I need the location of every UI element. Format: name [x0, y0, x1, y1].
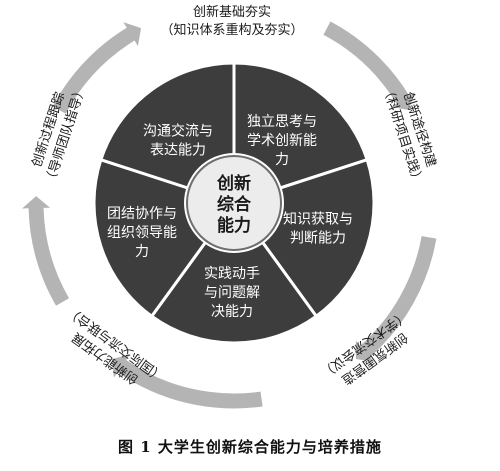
outer-measure-process-tracking: 创新过程跟踪（导师团队指导）: [25, 78, 89, 187]
outer-measure-pathway: 创新途径构建（科研项目实践）: [379, 78, 443, 187]
outer-measure-label-pathway: 创新途径构建（科研项目实践）: [379, 78, 443, 187]
sector-label-teamwork-leadership: 团结协作与组织领导能力: [107, 206, 177, 260]
cycle-arrow-2: [355, 236, 437, 362]
sector-label-knowledge-acquisition: 知识获取与判断能力: [283, 211, 353, 247]
cycle-arrow-1: [323, 21, 415, 111]
cycle-arrow-3: [112, 354, 263, 409]
center-hub: 创新综合能力: [184, 153, 284, 253]
center-hub-circle: [186, 155, 282, 251]
cycle-arrow-5: [52, 22, 142, 114]
outer-measure-label-process-tracking: 创新过程跟踪（导师团队指导）: [25, 78, 89, 187]
cycle-arrow-4: [22, 196, 70, 306]
figure-caption: 图 1 大学生创新综合能力与培养措施: [118, 438, 382, 456]
sector-label-practice-problem-solving: 实践动手与问题解决能力: [204, 266, 260, 320]
sector-label-communication-expression: 沟通交流与表达能力: [143, 123, 213, 159]
center-label: 创新综合能力: [216, 173, 252, 236]
cycle-arrows: [22, 21, 437, 409]
outer-measure-foundation: 创新基础夯实（知识体系重构及夯实）: [160, 4, 303, 38]
sector-practice-problem-solving: [149, 200, 319, 345]
outer-measure-label-foundation: 创新基础夯实（知识体系重构及夯实）: [160, 4, 303, 38]
sector-label-independent-thinking: 独立思考与学术创新能力: [247, 114, 317, 168]
